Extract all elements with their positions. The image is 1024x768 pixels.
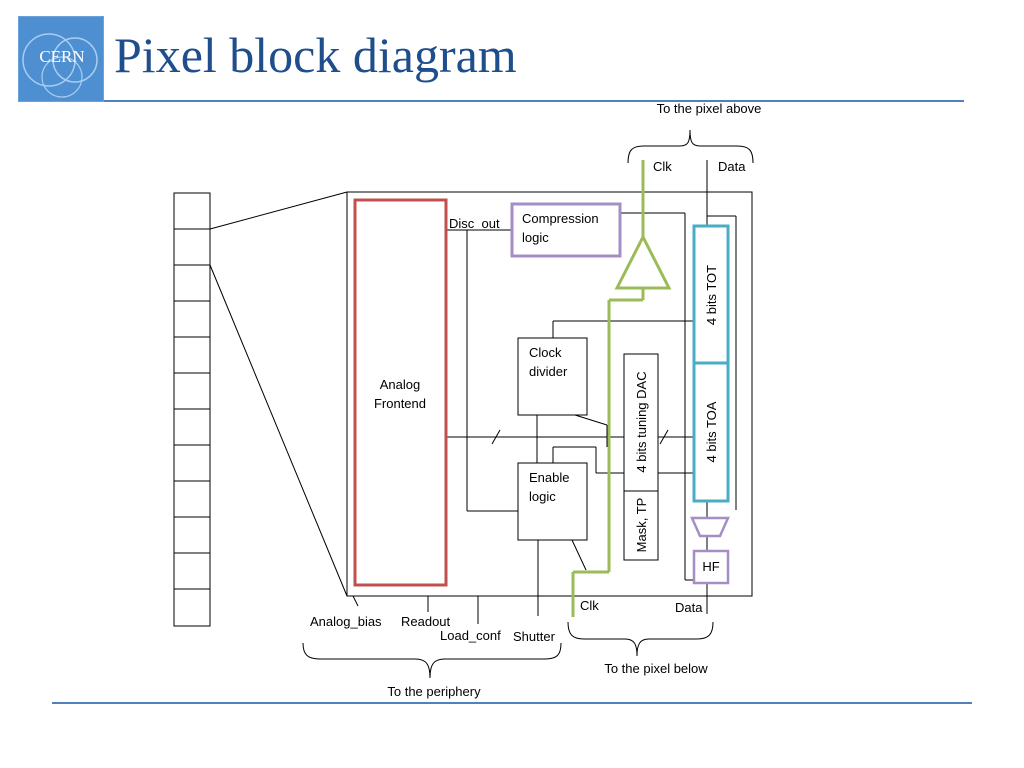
page-title: Pixel block diagram [114, 27, 517, 83]
mask-tp-label: Mask, TP [634, 498, 649, 553]
zoom-line-top [209, 191, 348, 230]
periphery-label: To the periphery [387, 684, 481, 699]
clock-divider-block [517, 337, 588, 416]
analog-frontend-label-1: Analog [380, 377, 420, 392]
cern-logo: CERN [18, 16, 104, 102]
zoom-line-bottom [209, 264, 348, 597]
brace-pixel-above [627, 129, 754, 164]
title-divider [104, 100, 964, 102]
analog-frontend-label-2: Frontend [374, 396, 426, 411]
logo-text: CERN [39, 47, 85, 66]
pixel-column [173, 192, 211, 627]
pixel-outline [346, 191, 753, 597]
enable-logic-label-1: Enable [529, 470, 569, 485]
tuning-dac-label: 4 bits tuning DAC [634, 371, 649, 472]
data-bottom-label: Data [675, 600, 703, 615]
enable-logic-block [517, 462, 588, 541]
hf-label: HF [702, 559, 719, 574]
clock-divider-label-1: Clock [529, 345, 562, 360]
analog-bias-label: Analog_bias [310, 614, 382, 629]
tot-label: 4 bits TOT [704, 265, 719, 325]
analog-frontend-block [353, 198, 448, 587]
footer-divider [52, 702, 972, 704]
compression-logic-label-2: logic [522, 230, 549, 245]
compression-logic-block [510, 202, 622, 258]
pixel-above-label: To the pixel above [657, 101, 762, 116]
signal-wires [352, 160, 737, 624]
hf-block [692, 549, 730, 585]
clock-divider-label-2: divider [529, 364, 568, 379]
cern-logo-rings [22, 33, 98, 98]
tuning-dac-block [623, 353, 659, 561]
clock-buffer-symbol [614, 233, 672, 290]
brace-periphery [302, 642, 562, 679]
disc-out-label: Disc_out [449, 216, 500, 231]
toa-register-block [692, 361, 730, 503]
pixel-below-label: To the pixel below [604, 661, 708, 676]
mux-symbol [690, 516, 730, 538]
toa-label: 4 bits TOA [704, 401, 719, 462]
data-top-label: Data [718, 159, 746, 174]
readout-label: Readout [401, 614, 451, 629]
clk-bottom-label: Clk [580, 598, 599, 613]
compression-logic-label-1: Compression [522, 211, 599, 226]
brace-pixel-below [567, 621, 714, 657]
tot-register-block [692, 224, 730, 365]
enable-logic-label-2: logic [529, 489, 556, 504]
clock-line [571, 160, 645, 617]
shutter-label: Shutter [513, 629, 556, 644]
clk-top-label: Clk [653, 159, 672, 174]
load-conf-label: Load_conf [440, 628, 501, 643]
